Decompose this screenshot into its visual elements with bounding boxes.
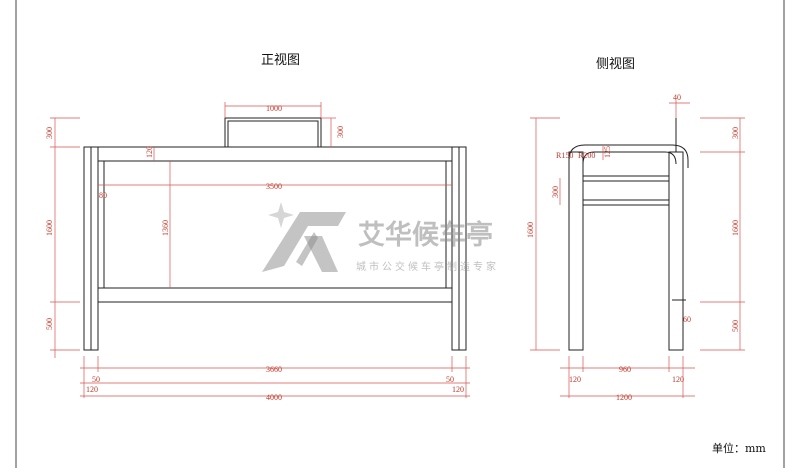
- dim-300-side: 300: [551, 186, 560, 198]
- dim-40: 40: [673, 93, 681, 102]
- dim-300-right: 300: [731, 127, 740, 139]
- side-view-title: 侧视图: [596, 57, 635, 72]
- dim-3500: 3500: [266, 182, 282, 191]
- front-dimensions: 1000: [50, 102, 470, 398]
- dim-r200: R200: [578, 151, 595, 160]
- side-dimensions: [530, 100, 745, 398]
- front-seat-beam: [97, 287, 453, 303]
- dim-300-left: 300: [45, 127, 54, 139]
- dim-960: 960: [619, 365, 631, 374]
- dim-60: 60: [683, 315, 691, 324]
- brand-name: 艾华候车亭: [358, 219, 493, 251]
- dim-120-left: 120: [86, 385, 98, 394]
- dim-3660: 3660: [266, 365, 282, 374]
- unit-label: 单位：mm: [712, 441, 766, 455]
- side-rail-bottom: [582, 199, 670, 206]
- dim-4000: 4000: [266, 393, 282, 402]
- front-top-sign: [224, 117, 322, 148]
- dim-1600-left: 1600: [45, 220, 54, 236]
- dim-80: 80: [99, 191, 107, 200]
- dim-50-left: 50: [92, 375, 100, 384]
- side-rail-top: [582, 175, 670, 182]
- brand-slogan: 城市公交候车亭制造专家: [356, 260, 499, 273]
- dim-120-side-right: 120: [672, 375, 684, 384]
- dim-120-side-left: 120: [569, 375, 581, 384]
- front-view-title: 正视图: [261, 53, 300, 68]
- dim-125: 125: [603, 146, 612, 158]
- dim-300-sign: 300: [336, 126, 345, 138]
- dim-500-left: 500: [45, 318, 54, 330]
- dim-1360: 1360: [161, 220, 170, 236]
- dim-1600-right: 1600: [731, 220, 740, 236]
- front-top-sign-inner: [227, 120, 319, 148]
- dim-50-right: 50: [446, 375, 454, 384]
- dim-120-beam: 120: [145, 146, 154, 158]
- dim-r150: R150: [556, 151, 573, 160]
- side-roof-curve: [568, 144, 689, 168]
- dim-500-right: 500: [731, 320, 740, 332]
- side-roof-inner-curve: [582, 151, 677, 165]
- dim-120-right: 120: [452, 385, 464, 394]
- side-left-post: [568, 151, 584, 351]
- dim-1000: 1000: [266, 104, 282, 113]
- dim-1600-side: 1600: [526, 222, 535, 238]
- dim-1200: 1200: [616, 393, 632, 402]
- side-right-post: [668, 151, 684, 351]
- ah-logo-icon: [262, 202, 346, 272]
- watermark: 艾华候车亭 城市公交候车亭制造专家: [262, 202, 499, 273]
